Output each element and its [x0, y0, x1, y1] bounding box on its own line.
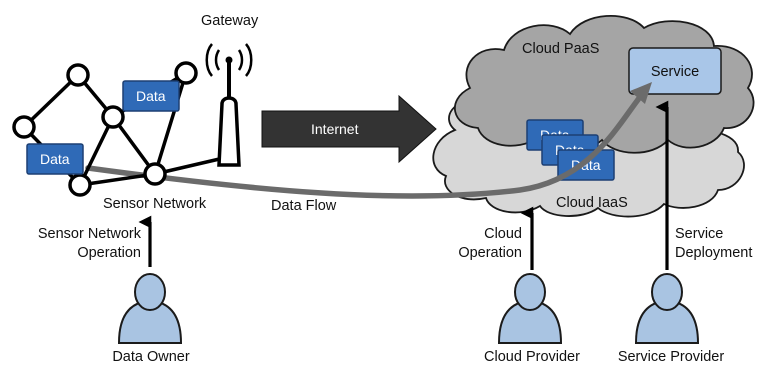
data-flow-label: Data Flow	[271, 198, 337, 214]
data-owner-label: Data Owner	[112, 349, 190, 365]
service-deployment-label-2: Deployment	[675, 245, 752, 261]
sensor-node	[12, 115, 36, 139]
cloud-provider-person-icon	[497, 273, 563, 344]
cloud-paas-label: Cloud PaaS	[522, 41, 599, 57]
sensor-network-operation-label-2: Operation	[77, 245, 141, 261]
service-provider-person-icon	[634, 273, 700, 344]
sensor-network-operation-label-1: Sensor Network	[38, 226, 142, 242]
internet-label: Internet	[311, 121, 359, 137]
cloud-provider-label: Cloud Provider	[484, 349, 580, 365]
sensor-data-box-2	[26, 143, 84, 175]
data-flow-line	[85, 94, 643, 199]
sensor-node	[143, 162, 167, 186]
cloud-iaas-label: Cloud IaaS	[556, 195, 628, 211]
data-owner-person-icon	[117, 273, 183, 344]
sensor-node	[66, 63, 90, 87]
gateway-label: Gateway	[201, 13, 259, 29]
gateway-router-icon	[205, 43, 253, 167]
sensor-data-box-1	[122, 80, 180, 112]
service-box: Service	[628, 47, 722, 95]
sensor-node	[174, 61, 198, 85]
service-provider-label: Service Provider	[618, 349, 725, 365]
sensor-node	[101, 105, 125, 129]
cloud-operation-label-2: Operation	[458, 245, 522, 261]
service-label: Service	[651, 64, 699, 80]
sensor-network-label: Sensor Network	[103, 196, 207, 212]
internet-arrow: Internet	[261, 94, 437, 164]
cloud-operation-label-1: Cloud	[484, 226, 522, 242]
sensor-data-label-2: Data	[40, 151, 70, 167]
sensor-data-label-1: Data	[136, 88, 166, 104]
service-deployment-label-1: Service	[675, 226, 723, 242]
sensor-node	[68, 173, 92, 197]
sensor-network	[12, 61, 230, 197]
data-flow-arrowhead	[630, 82, 652, 104]
